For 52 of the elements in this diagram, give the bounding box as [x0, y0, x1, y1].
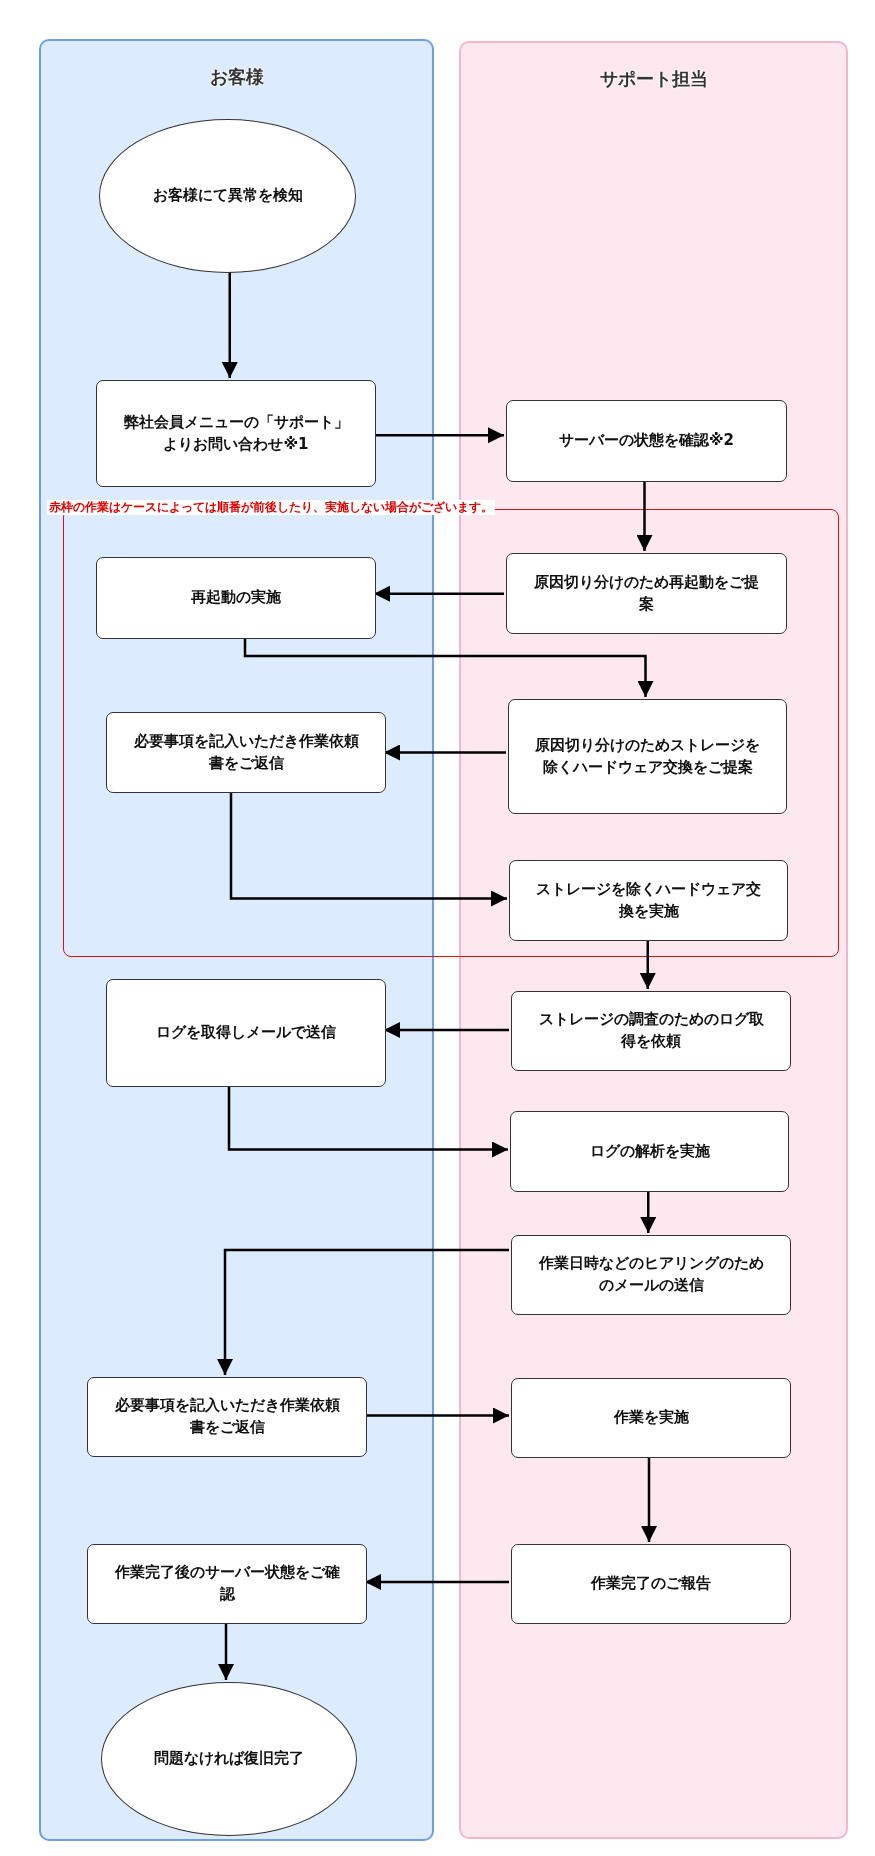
step-label: お客様にて異常を検知: [152, 185, 303, 207]
step-label: 作業完了のご報告: [591, 1573, 711, 1595]
arrow: [374, 427, 504, 444]
arrow: [365, 1574, 509, 1590]
arrow: [384, 1022, 509, 1038]
step-label: 必要事項を記入いただき作業依頼書をご返信: [133, 730, 359, 774]
arrow: [229, 791, 507, 907]
arrow: [221, 271, 238, 378]
process-box: [96, 380, 376, 487]
arrow: [217, 1248, 509, 1375]
process-box: [511, 991, 791, 1071]
step-label: ログの解析を実施: [589, 1140, 710, 1162]
process-box: [508, 699, 787, 814]
process-box: [511, 1235, 791, 1315]
step-label: 原因切り分けのため再起動をご提案: [533, 571, 760, 615]
step-label: 原因切り分けのためストレージを除くハードウェア交換をご提案: [535, 734, 760, 778]
step-label: 弊社会員メニューの「サポート」よりお問い合わせ※1: [123, 411, 349, 455]
step-label: 再起動の実施: [191, 587, 281, 609]
process-box: [510, 1111, 789, 1192]
process-box: [506, 553, 787, 634]
step-label: 作業日時などのヒアリングのためのメールの送信: [538, 1253, 764, 1296]
step-label: 作業完了後のサーバー状態をご確認: [114, 1562, 340, 1605]
process-box: [506, 400, 787, 482]
arrow: [639, 939, 656, 989]
step-label: ログを取得しメールで送信: [156, 1022, 336, 1044]
arrow: [243, 637, 654, 697]
note-text: 赤枠の作業はケースによっては順番が前後したり、実施しない場合がございます。: [47, 500, 495, 515]
process-box: [106, 979, 386, 1087]
arrow: [365, 1407, 509, 1424]
process-box: [511, 1544, 791, 1624]
arrow: [640, 1190, 657, 1233]
lane-title: サポート担当: [599, 67, 708, 91]
arrow: [641, 1456, 657, 1542]
arrow: [374, 585, 504, 602]
process-box: [106, 712, 386, 793]
step-label: ストレージを除くハードウェア交換を実施: [536, 878, 761, 922]
arrow: [384, 744, 506, 761]
arrow: [636, 480, 653, 551]
process-box: [96, 557, 376, 639]
step-label: 作業を実施: [613, 1407, 689, 1429]
step-label: ストレージの調査のためのログ取得を依頼: [538, 1009, 764, 1052]
swimlane: [39, 39, 434, 1841]
arrow: [218, 1622, 234, 1680]
lane-title: お客様: [209, 65, 264, 89]
process-box: [509, 860, 788, 941]
step-label: サーバーの状態を確認※2: [559, 430, 734, 452]
arrow: [227, 1085, 508, 1158]
process-box: [511, 1378, 791, 1458]
step-label: 問題なければ復旧完了: [154, 1748, 304, 1770]
process-box: [87, 1377, 367, 1457]
process-box: [87, 1544, 367, 1624]
step-label: 必要事項を記入いただき作業依頼書をご返信: [114, 1395, 340, 1438]
